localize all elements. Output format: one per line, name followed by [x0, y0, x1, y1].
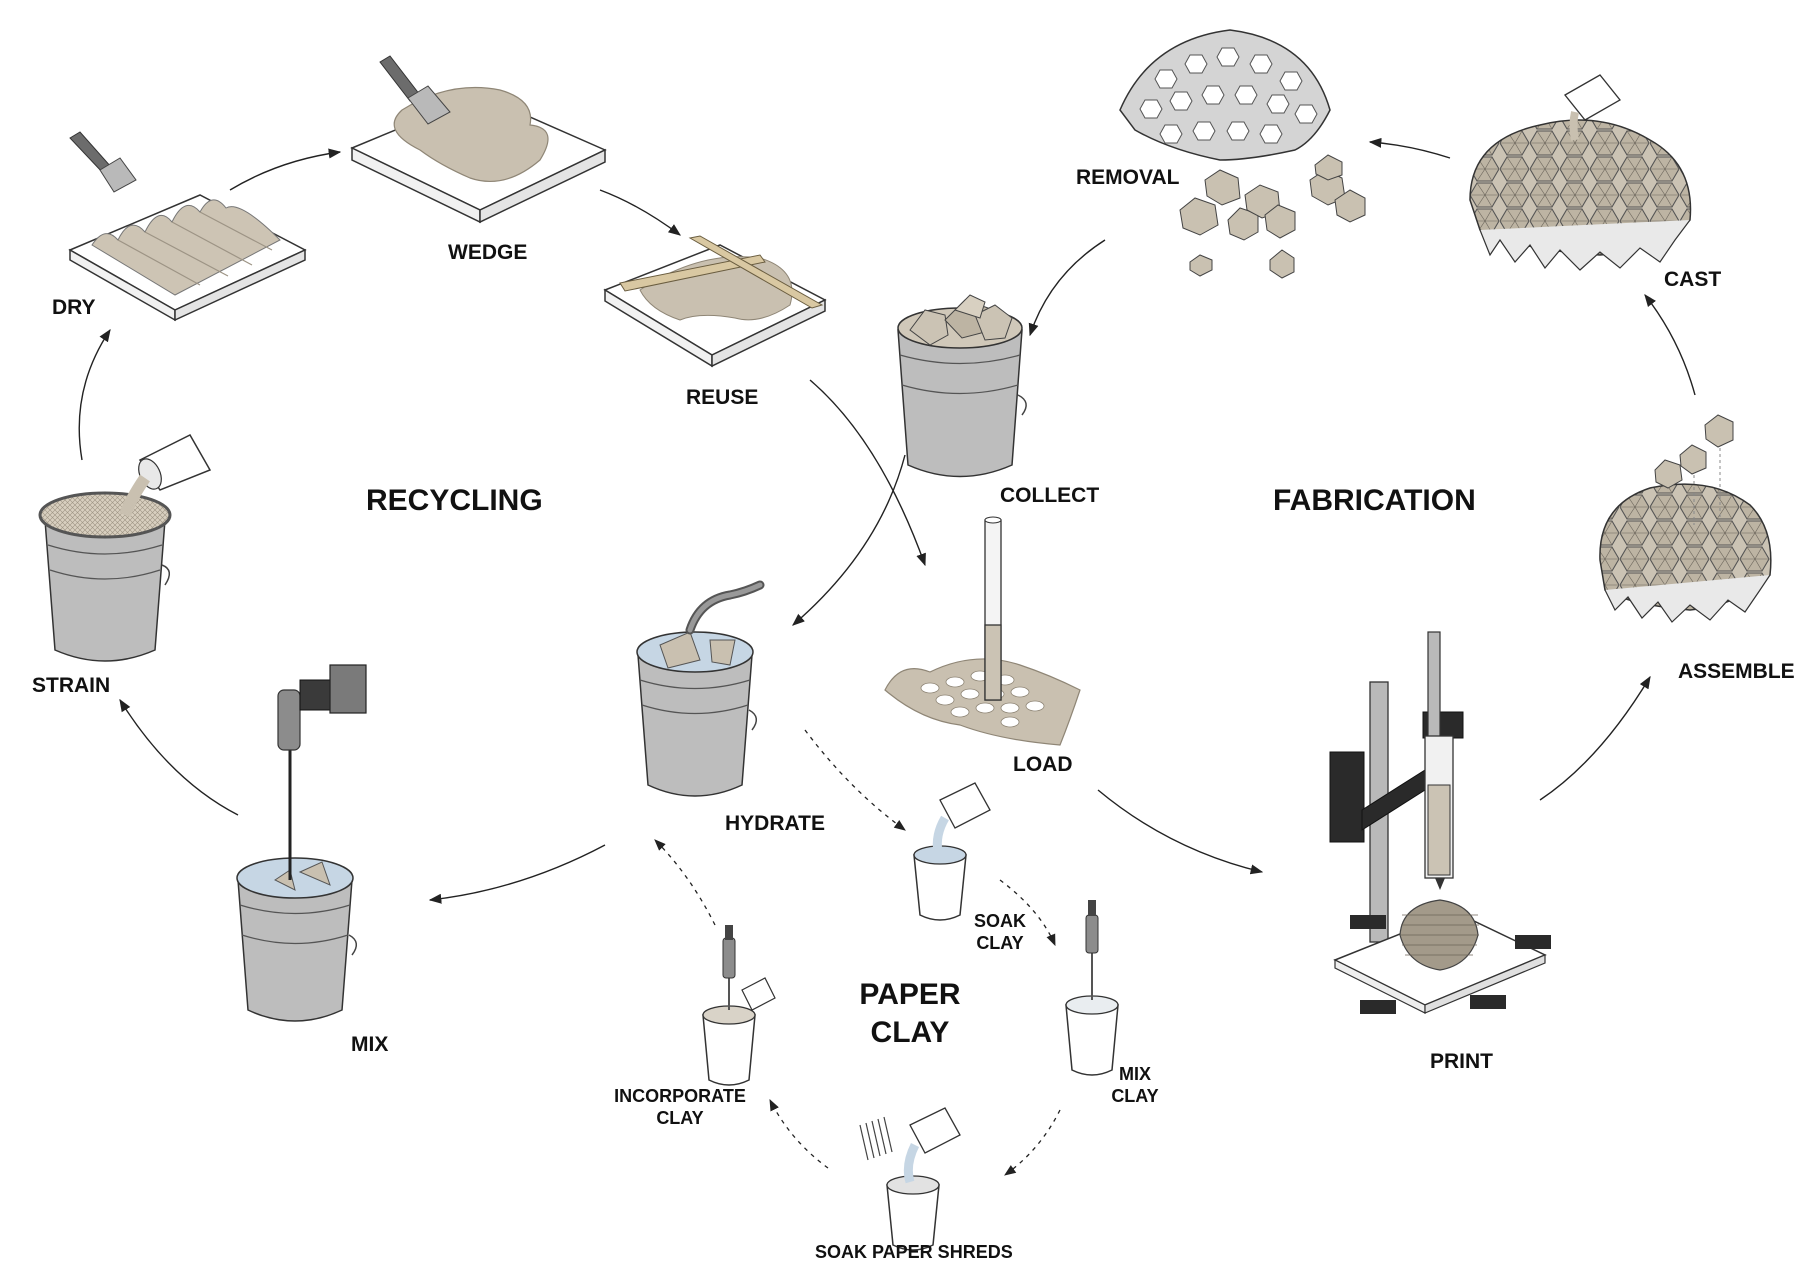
dry-illustration [68, 131, 307, 322]
cast-illustration [1469, 74, 1692, 271]
hydrate-illustration [636, 580, 765, 797]
fabrication-title: FABRICATION [1273, 484, 1476, 517]
print-illustration [1329, 631, 1551, 1014]
reuse-illustration [603, 235, 827, 368]
incorporate-clay-illustration [702, 925, 776, 1086]
load-illustration [884, 516, 1081, 746]
paper-clay-title: PAPER CLAY [850, 978, 970, 1050]
arrow-soak-paper-to-incorporate [769, 1098, 829, 1169]
label-wedge: WEDGE [448, 241, 528, 264]
arrow-dry-to-wedge [229, 148, 342, 191]
label-load: LOAD [1013, 753, 1073, 776]
assemble-illustration [1599, 414, 1772, 623]
arrow-assemble-to-cast [1644, 294, 1696, 396]
arrow-incorporate-to-hydrate [654, 839, 716, 926]
recycling-title: RECYCLING [366, 484, 543, 517]
arrow-collect-to-hydrate [792, 454, 906, 626]
paper-clay-title-line2: CLAY [870, 1016, 950, 1049]
arrow-strain-to-dry [78, 328, 111, 461]
label-incorporate-clay: INCORPORATE CLAY [605, 1085, 755, 1129]
label-mix-clay-line2: CLAY [1111, 1086, 1159, 1106]
label-mix: MIX [351, 1033, 389, 1056]
removal-illustration [1119, 29, 1366, 279]
arrow-hydrate-to-mix [428, 844, 606, 904]
wedge-illustration [350, 55, 607, 224]
arrow-reuse-to-load [809, 379, 926, 567]
label-dry: DRY [52, 296, 96, 319]
soak-clay-illustration [913, 782, 991, 921]
arrow-mix-clay-to-soak-paper [1004, 1109, 1061, 1176]
label-removal: REMOVAL [1076, 166, 1180, 189]
arrow-print-to-assemble [1539, 675, 1651, 801]
label-hydrate: HYDRATE [725, 812, 825, 835]
mix-clay-illustration [1065, 900, 1119, 1076]
arrow-removal-to-collect [1028, 239, 1106, 337]
arrow-hydrate-to-soak-clay [804, 729, 906, 831]
label-mix-clay: MIX CLAY [1095, 1063, 1175, 1107]
label-cast: CAST [1664, 268, 1722, 291]
arrow-mix-to-strain [119, 698, 239, 816]
label-soak-clay: SOAK CLAY [960, 910, 1040, 954]
label-strain: STRAIN [32, 674, 111, 697]
label-print: PRINT [1430, 1050, 1493, 1073]
paper-clay-title-line1: PAPER [859, 978, 961, 1011]
label-mix-clay-line1: MIX [1118, 1064, 1151, 1084]
arrow-cast-to-removal [1368, 137, 1451, 159]
arrow-soak-clay-to-mix-clay [999, 879, 1056, 947]
label-collect: COLLECT [1000, 484, 1100, 507]
strain-illustration [38, 434, 212, 662]
label-incorporate-clay-line1: INCORPORATE [614, 1086, 746, 1106]
soak-paper-shreds-illustration [859, 1107, 961, 1251]
label-incorporate-clay-line2: CLAY [656, 1108, 704, 1128]
label-soak-clay-line1: SOAK [973, 911, 1026, 931]
label-soak-paper-shreds: SOAK PAPER SHREDS [815, 1242, 1013, 1262]
collect-illustration [897, 294, 1027, 478]
arrow-load-to-print [1097, 789, 1264, 875]
label-reuse: REUSE [686, 386, 759, 409]
label-assemble: ASSEMBLE [1678, 660, 1795, 683]
label-soak-clay-line2: CLAY [976, 933, 1024, 953]
mix-illustration [236, 664, 367, 1022]
arrow-wedge-to-reuse [599, 189, 682, 236]
